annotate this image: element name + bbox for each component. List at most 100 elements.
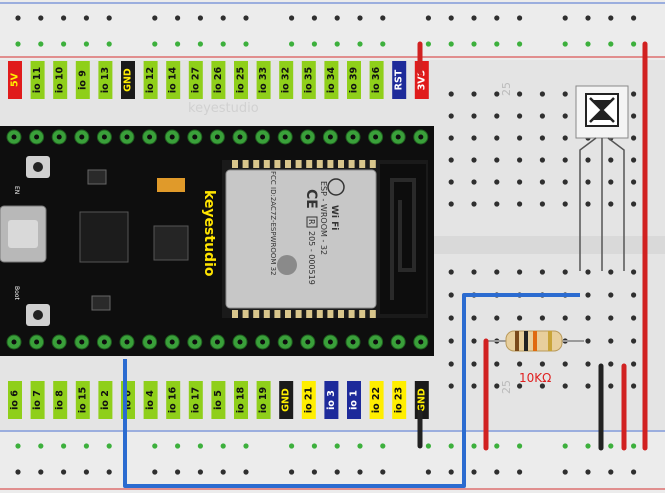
breadboard-hole[interactable]	[448, 361, 454, 367]
rail-hole[interactable]	[106, 469, 112, 475]
breadboard-hole[interactable]	[562, 361, 568, 367]
rail-hole[interactable]	[197, 41, 203, 47]
breadboard-hole[interactable]	[448, 113, 454, 119]
rail-hole[interactable]	[311, 469, 317, 475]
breadboard-hole[interactable]	[448, 157, 454, 163]
rail-hole[interactable]	[380, 443, 386, 449]
breadboard-hole[interactable]	[631, 292, 637, 298]
breadboard-hole[interactable]	[562, 269, 568, 275]
breadboard-hole[interactable]	[631, 179, 637, 185]
rail-hole[interactable]	[585, 469, 591, 475]
breadboard-hole[interactable]	[631, 338, 637, 344]
breadboard-hole[interactable]	[517, 383, 523, 389]
rail-hole[interactable]	[38, 15, 44, 21]
rail-hole[interactable]	[175, 469, 181, 475]
breadboard-hole[interactable]	[494, 361, 500, 367]
rail-hole[interactable]	[83, 469, 89, 475]
rail-hole[interactable]	[608, 41, 614, 47]
rail-hole[interactable]	[471, 41, 477, 47]
breadboard-hole[interactable]	[448, 179, 454, 185]
rail-hole[interactable]	[243, 443, 249, 449]
rail-hole[interactable]	[425, 469, 431, 475]
breadboard-hole[interactable]	[539, 179, 546, 185]
rail-hole[interactable]	[61, 469, 67, 475]
breadboard-hole[interactable]	[585, 179, 591, 185]
rail-hole[interactable]	[311, 443, 317, 449]
rail-hole[interactable]	[608, 443, 614, 449]
breadboard-hole[interactable]	[539, 361, 546, 367]
rail-hole[interactable]	[175, 15, 181, 21]
breadboard-hole[interactable]	[631, 135, 637, 141]
breadboard-hole[interactable]	[471, 113, 477, 119]
rail-hole[interactable]	[38, 469, 44, 475]
rail-hole[interactable]	[494, 15, 500, 21]
breadboard-hole[interactable]	[517, 315, 523, 321]
breadboard-hole[interactable]	[517, 91, 523, 97]
rail-hole[interactable]	[220, 469, 226, 475]
rail-hole[interactable]	[289, 469, 295, 475]
rail-hole[interactable]	[15, 41, 21, 47]
breadboard-hole[interactable]	[471, 361, 477, 367]
breadboard-hole[interactable]	[517, 269, 523, 275]
rail-hole[interactable]	[197, 469, 203, 475]
breadboard-hole[interactable]	[585, 201, 591, 207]
breadboard-hole[interactable]	[539, 383, 546, 389]
rail-hole[interactable]	[61, 443, 67, 449]
breadboard-hole[interactable]	[539, 135, 546, 141]
rail-hole[interactable]	[220, 443, 226, 449]
rail-hole[interactable]	[152, 443, 158, 449]
breadboard-hole[interactable]	[448, 338, 454, 344]
rail-hole[interactable]	[106, 443, 112, 449]
breadboard-hole[interactable]	[585, 361, 591, 367]
breadboard-hole[interactable]	[494, 113, 500, 119]
rail-hole[interactable]	[106, 41, 112, 47]
rail-hole[interactable]	[61, 41, 67, 47]
rail-hole[interactable]	[562, 443, 568, 449]
rail-hole[interactable]	[83, 15, 89, 21]
rail-hole[interactable]	[220, 41, 226, 47]
rail-hole[interactable]	[289, 443, 295, 449]
rail-hole[interactable]	[631, 15, 637, 21]
rail-hole[interactable]	[38, 443, 44, 449]
rail-hole[interactable]	[83, 41, 89, 47]
rail-hole[interactable]	[380, 15, 386, 21]
breadboard-hole[interactable]	[448, 201, 454, 207]
rail-hole[interactable]	[357, 15, 363, 21]
rail-hole[interactable]	[562, 15, 568, 21]
breadboard-hole[interactable]	[631, 201, 637, 207]
breadboard-hole[interactable]	[517, 361, 523, 367]
breadboard-hole[interactable]	[585, 157, 591, 163]
rail-hole[interactable]	[585, 41, 591, 47]
rail-hole[interactable]	[243, 15, 249, 21]
breadboard-hole[interactable]	[608, 315, 614, 321]
rail-hole[interactable]	[494, 469, 500, 475]
rail-hole[interactable]	[471, 443, 477, 449]
breadboard-hole[interactable]	[494, 91, 500, 97]
breadboard-hole[interactable]	[539, 91, 546, 97]
rail-hole[interactable]	[517, 469, 523, 475]
breadboard-hole[interactable]	[494, 383, 500, 389]
breadboard-hole[interactable]	[562, 315, 568, 321]
breadboard-hole[interactable]	[631, 113, 637, 119]
breadboard-hole[interactable]	[608, 383, 614, 389]
breadboard-hole[interactable]	[471, 269, 477, 275]
breadboard-hole[interactable]	[494, 201, 500, 207]
rail-hole[interactable]	[631, 469, 637, 475]
rail-hole[interactable]	[334, 41, 340, 47]
breadboard-hole[interactable]	[471, 201, 477, 207]
rail-hole[interactable]	[83, 443, 89, 449]
breadboard-hole[interactable]	[517, 201, 523, 207]
breadboard-hole[interactable]	[562, 383, 568, 389]
breadboard-hole[interactable]	[448, 292, 454, 298]
breadboard-hole[interactable]	[494, 179, 500, 185]
rail-hole[interactable]	[448, 469, 454, 475]
breadboard-hole[interactable]	[562, 135, 568, 141]
breadboard-hole[interactable]	[608, 269, 614, 275]
rail-hole[interactable]	[334, 443, 340, 449]
rail-hole[interactable]	[311, 15, 317, 21]
breadboard-hole[interactable]	[539, 269, 546, 275]
breadboard-hole[interactable]	[585, 315, 591, 321]
breadboard-hole[interactable]	[494, 269, 500, 275]
breadboard-hole[interactable]	[608, 361, 614, 367]
breadboard-hole[interactable]	[471, 315, 477, 321]
